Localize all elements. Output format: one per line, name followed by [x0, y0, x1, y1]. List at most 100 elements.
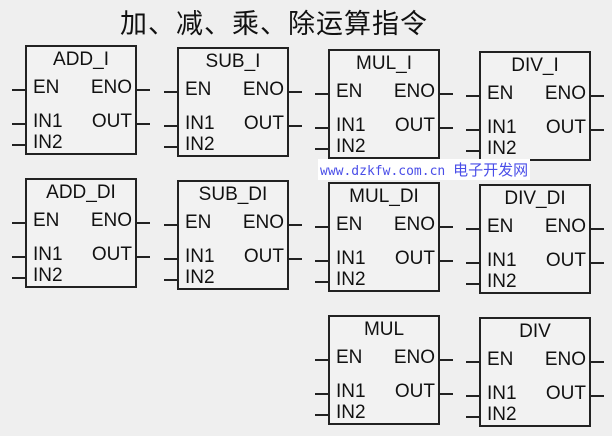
pin-out: OUT [394, 115, 435, 136]
pin-out: OUT [545, 117, 586, 138]
wire-in1 [315, 260, 329, 262]
pin-eno: ENO [90, 210, 132, 231]
block-name: SUB_DI [198, 184, 268, 205]
wire-out [439, 260, 453, 262]
wire-in1 [466, 129, 480, 131]
wire-in2 [164, 279, 178, 281]
pin-eno: ENO [544, 83, 586, 104]
block-name: MUL [363, 319, 405, 340]
wire-eno [439, 359, 453, 361]
wire-out [288, 258, 302, 260]
wire-en [466, 361, 480, 363]
pin-eno: ENO [393, 347, 435, 368]
pin-eno: ENO [242, 79, 284, 100]
pin-eno: ENO [544, 216, 586, 237]
pin-in1: IN1 [185, 246, 215, 267]
pin-in2: IN2 [33, 132, 63, 153]
pin-in2: IN2 [33, 265, 63, 286]
wire-eno [590, 228, 604, 230]
pin-eno: ENO [393, 214, 435, 235]
pin-en: EN [185, 212, 212, 233]
wire-out [288, 125, 302, 127]
wire-out [136, 123, 150, 125]
pin-in2: IN2 [487, 271, 517, 292]
pin-out: OUT [243, 246, 284, 267]
pin-en: EN [336, 347, 363, 368]
wire-en [164, 91, 178, 93]
pin-out: OUT [545, 250, 586, 271]
wire-en [466, 95, 480, 97]
pin-en: EN [487, 83, 514, 104]
wire-in1 [315, 127, 329, 129]
block-name: DIV_I [511, 55, 559, 76]
wire-en [12, 222, 26, 224]
block-name: DIV [519, 321, 551, 342]
watermark-url: www.dzkfw.com.cn [320, 164, 446, 179]
wire-in2 [164, 146, 178, 148]
pin-in1: IN1 [33, 111, 63, 132]
pin-in2: IN2 [336, 269, 366, 290]
pin-en: EN [336, 81, 363, 102]
pin-eno: ENO [242, 212, 284, 233]
pin-in1: IN1 [336, 115, 366, 136]
wire-eno [288, 91, 302, 93]
pin-in1: IN1 [487, 117, 517, 138]
wire-out [590, 129, 604, 131]
wire-in1 [466, 262, 480, 264]
wire-en [315, 359, 329, 361]
pin-in2: IN2 [487, 404, 517, 425]
pin-eno: ENO [544, 349, 586, 370]
wire-en [315, 226, 329, 228]
wire-in2 [12, 144, 26, 146]
pin-in2: IN2 [487, 138, 517, 159]
pin-out: OUT [91, 111, 132, 132]
wire-en [164, 224, 178, 226]
pin-en: EN [487, 216, 514, 237]
wire-eno [590, 361, 604, 363]
block-name: DIV_DI [504, 188, 566, 209]
wire-en [466, 228, 480, 230]
wire-out [439, 393, 453, 395]
pin-eno: ENO [90, 77, 132, 98]
wire-in1 [466, 395, 480, 397]
block-name: MUL_I [356, 53, 412, 74]
wire-eno [439, 226, 453, 228]
wire-in2 [466, 416, 480, 418]
wire-in2 [315, 281, 329, 283]
watermark: www.dzkfw.com.cn 电子开发网 [318, 159, 531, 180]
wire-in2 [315, 148, 329, 150]
pin-in2: IN2 [185, 134, 215, 155]
pin-in1: IN1 [336, 248, 366, 269]
pin-in2: IN2 [336, 136, 366, 157]
block-name: ADD_I [53, 49, 109, 70]
pin-in2: IN2 [185, 267, 215, 288]
pin-out: OUT [394, 248, 435, 269]
wire-en [315, 93, 329, 95]
wire-eno [288, 224, 302, 226]
watermark-name: 电子开发网 [453, 161, 529, 179]
wire-in1 [12, 256, 26, 258]
wire-eno [439, 93, 453, 95]
pin-in1: IN1 [336, 381, 366, 402]
pin-eno: ENO [393, 81, 435, 102]
wire-eno [590, 95, 604, 97]
wire-out [136, 256, 150, 258]
pin-en: EN [185, 79, 212, 100]
wire-in1 [164, 258, 178, 260]
pin-out: OUT [394, 381, 435, 402]
pin-en: EN [487, 349, 514, 370]
diagram-title: 加、减、乘、除运算指令 [120, 9, 428, 40]
pin-in1: IN1 [487, 250, 517, 271]
block-name: MUL_DI [349, 186, 419, 207]
wire-out [439, 127, 453, 129]
pin-en: EN [33, 77, 60, 98]
pin-out: OUT [91, 244, 132, 265]
wire-out [590, 395, 604, 397]
